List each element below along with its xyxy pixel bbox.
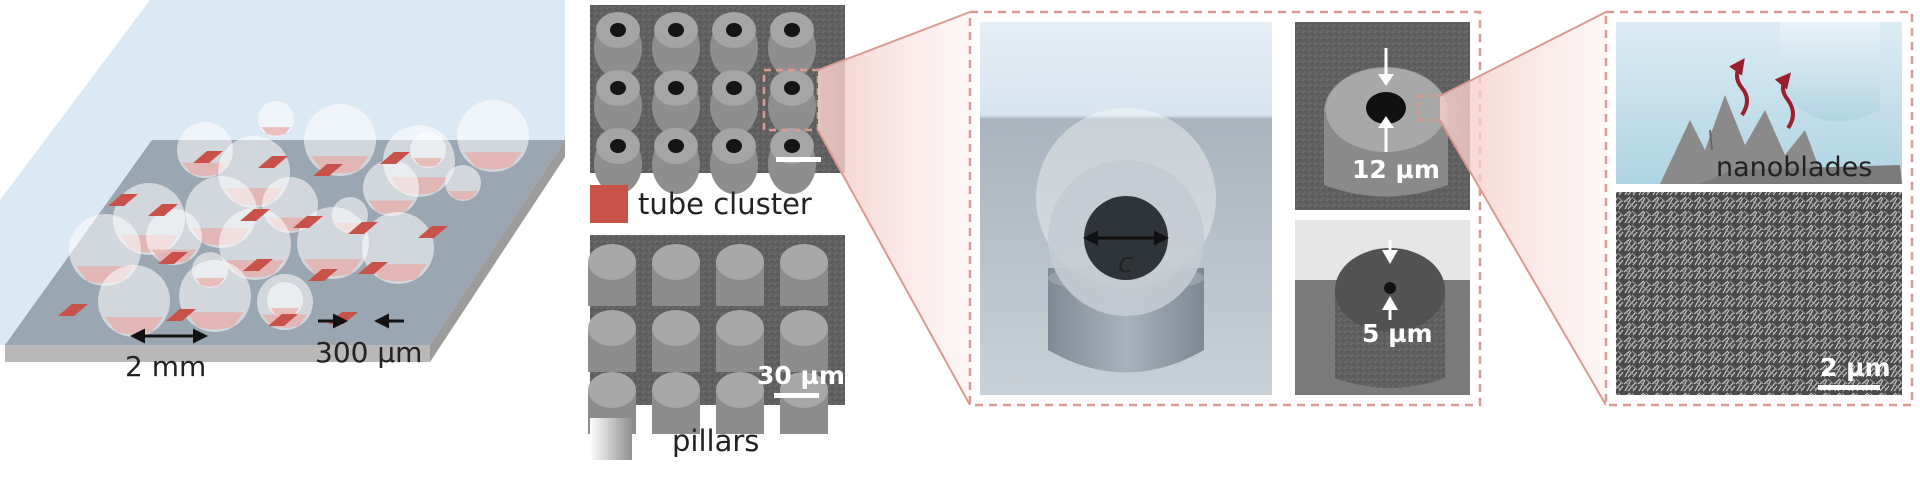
tube-cluster-mark (158, 252, 188, 264)
sem-tube-hole (726, 23, 742, 37)
tube-cluster-mark (258, 156, 288, 168)
droplet-contact (261, 127, 291, 136)
sem-pillar-top (652, 372, 700, 408)
scale-label-30: 30 µm (757, 361, 845, 390)
sem-tube-hole (726, 81, 742, 95)
scale-bar-30 (774, 393, 819, 398)
zoom-selection-box-2 (1416, 94, 1442, 122)
nanoblades-label: nanoblades (1716, 152, 1872, 183)
droplet-contact (368, 200, 414, 214)
sem-tube-hole (784, 23, 800, 37)
droplet-contact (182, 162, 228, 176)
sem-pillar-top (780, 244, 828, 280)
sem-tube-hole (784, 139, 800, 153)
zoom-fan-2 (1440, 12, 1606, 405)
tube-cluster-mark (166, 309, 196, 321)
tube-cluster-mark (108, 194, 138, 206)
substrate-side (5, 345, 430, 362)
sem-pillars: 30 µm (588, 235, 845, 434)
sem-pillar-top (780, 310, 828, 346)
sem-pillar-top (716, 244, 764, 280)
sem-nanoblades: 2 µm (1616, 192, 1902, 395)
sem-pillar-top (588, 310, 636, 346)
sem-tube-cluster (590, 5, 845, 194)
tube-cluster-mark (268, 314, 298, 326)
inner-diameter-5: 5 µm (1362, 319, 1433, 348)
tube-cluster-mark (380, 152, 410, 164)
tube-cluster-mark (313, 164, 343, 176)
sem-pillar-top (588, 372, 636, 408)
sem-tube-12: 12 µm (1295, 22, 1470, 210)
spacing-label: 2 mm (125, 350, 206, 383)
legend-tube-cluster: tube cluster (638, 187, 812, 221)
droplet-contact (464, 152, 522, 170)
tube-cluster-mark (58, 304, 88, 316)
droplet-contact (195, 278, 225, 287)
sem-tube-hole (610, 81, 626, 95)
droplet-contact (369, 264, 427, 282)
sem-pillar-top (780, 372, 828, 408)
sem-tube-hole (610, 139, 626, 153)
pillars-swatch (590, 418, 632, 460)
scale-label-2: 2 µm (1820, 353, 1891, 382)
tube-cluster-swatch (590, 185, 628, 223)
sem-pillar-top (588, 244, 636, 280)
tube-cluster-mark (240, 209, 270, 221)
cluster-size-label: 300 µm (315, 336, 422, 369)
inner-diameter-12: 12 µm (1352, 155, 1440, 184)
tube-cluster-mark (243, 259, 273, 271)
tube-cluster-mark (293, 216, 323, 228)
tube-cluster-mark (358, 262, 388, 274)
tube-cluster-mark (418, 226, 448, 238)
sem-pillar-top (716, 310, 764, 346)
diameter-symbol: c (1118, 246, 1134, 279)
legend-pillars: pillars (672, 424, 759, 458)
droplet-contact (186, 312, 244, 330)
tube-cluster-mark (348, 222, 378, 234)
sem-pillar-top (716, 372, 764, 408)
tube-model: c (980, 22, 1272, 395)
tube-cluster-mark (308, 269, 338, 281)
sem-tube-hole (668, 23, 684, 37)
sem-tube-hole (668, 81, 684, 95)
sem-tube-hole (668, 139, 684, 153)
tube-cluster-mark (148, 204, 178, 216)
nanoblade-shapes (1660, 95, 1825, 184)
nanoblade-schematic: nanoblades (1616, 22, 1902, 184)
wavy-arrow-icon (1774, 72, 1795, 130)
sem-tube-hole (726, 139, 742, 153)
substrate-side-right (430, 140, 565, 362)
sem-pillar-top (652, 244, 700, 280)
zoom-fan-1 (818, 12, 970, 405)
sem-tube-hole (610, 23, 626, 37)
sem-pillar-top (652, 310, 700, 346)
droplet-contact (448, 191, 478, 200)
scale-bar (776, 157, 821, 162)
droplet-contact (413, 158, 443, 167)
tube-cluster-mark (193, 151, 223, 163)
sem-tube-hole (784, 81, 800, 95)
scale-bar-2 (1818, 385, 1880, 390)
sem-tube-5: 5 µm (1295, 220, 1470, 395)
wavy-arrow-icon (1728, 58, 1749, 117)
